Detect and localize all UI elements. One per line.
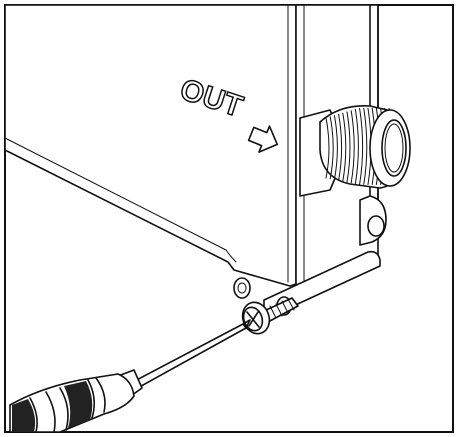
thread-line [342, 112, 347, 182]
screw [241, 297, 299, 335]
thread-line [346, 111, 351, 183]
thread-line [329, 116, 334, 180]
thread-line [354, 109, 359, 185]
thread-line [338, 113, 343, 181]
outline-arrow-right-icon [247, 125, 279, 153]
thread-line [350, 110, 355, 184]
screwdriver [9, 319, 251, 433]
threaded-outlet-fitting [299, 105, 411, 197]
thread-line [363, 107, 368, 185]
thread-line [359, 107, 364, 185]
thread-line [325, 117, 330, 179]
thread-line [333, 115, 338, 181]
